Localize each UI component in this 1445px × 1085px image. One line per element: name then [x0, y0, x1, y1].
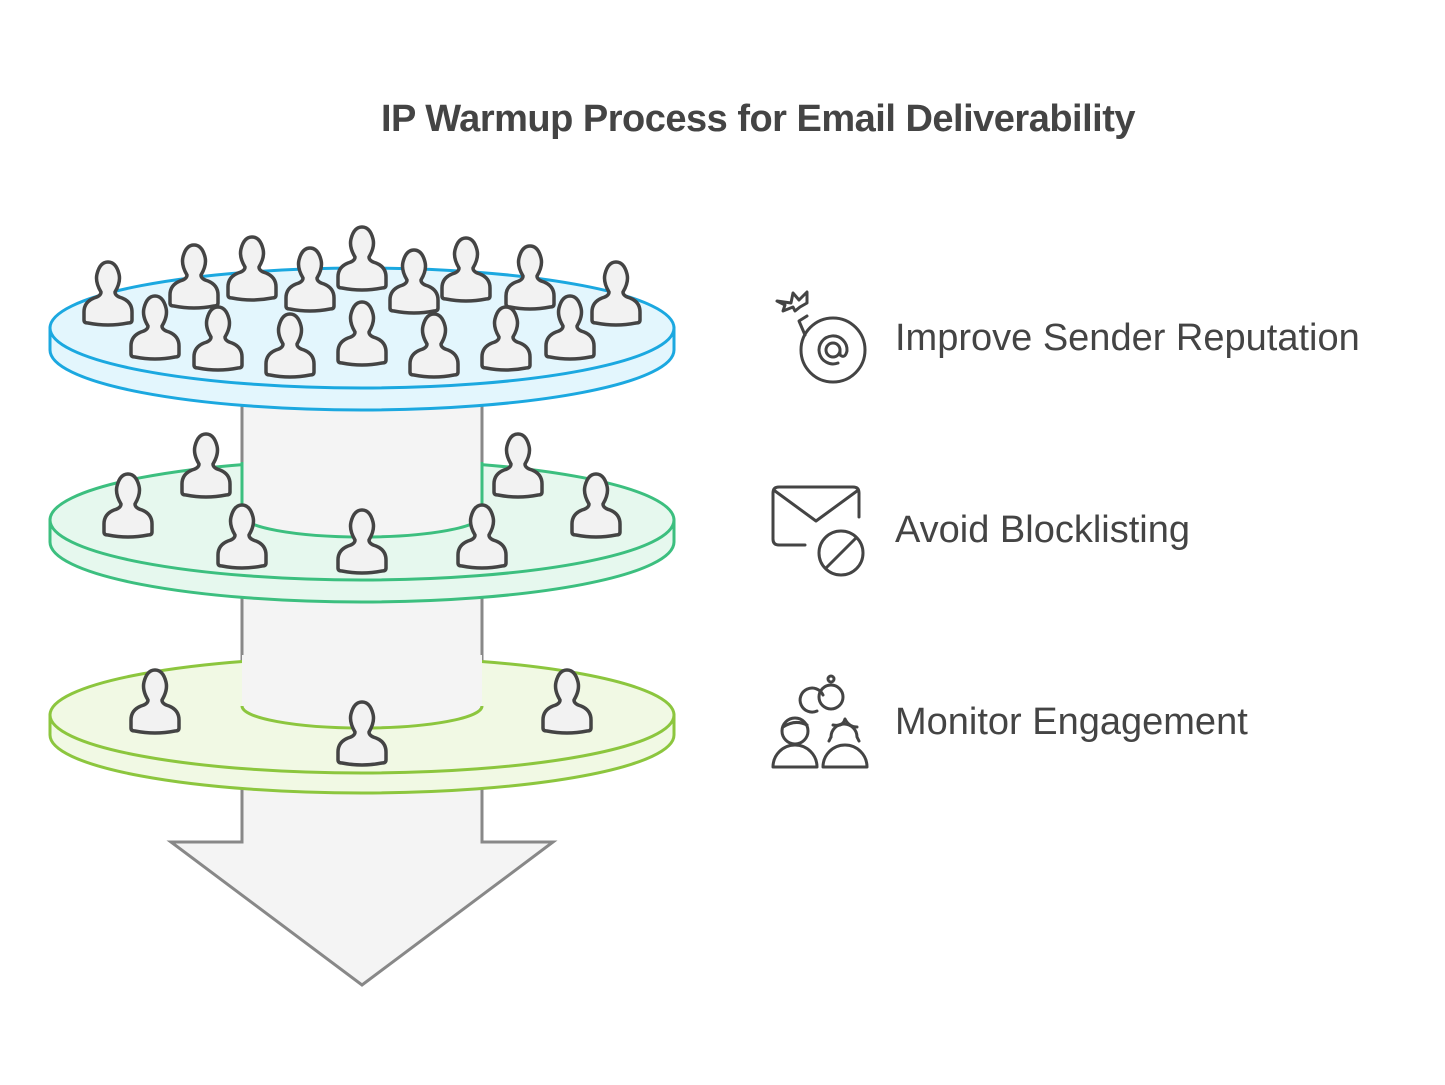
person-icon [102, 472, 154, 539]
person-icon [570, 472, 622, 539]
person-icon [264, 312, 316, 379]
bottom-tier [48, 600, 676, 842]
person-icon [129, 668, 181, 735]
couple-rings-icon [771, 674, 869, 769]
person-icon [336, 508, 388, 575]
item-label: Avoid Blocklisting [895, 508, 1191, 551]
item-label: Improve Sender Reputation [895, 316, 1360, 359]
person-icon [408, 312, 460, 379]
person-icon [82, 260, 134, 327]
person-icon [541, 668, 593, 735]
email-bomb-icon [775, 290, 867, 384]
person-icon [284, 246, 336, 313]
item-label: Monitor Engagement [895, 700, 1248, 743]
diagram-title: IP Warmup Process for Email Deliverabili… [380, 98, 1136, 140]
person-icon [388, 248, 440, 315]
email-blocked-icon [771, 485, 865, 577]
person-icon [336, 700, 388, 767]
person-icon [216, 503, 268, 570]
person-icon [336, 225, 388, 292]
item-improve-sender-reputation: Improve Sender Reputation [765, 283, 1360, 393]
person-icon [456, 503, 508, 570]
top-tier [48, 225, 676, 412]
bottom-tier-shaft-cut [242, 650, 482, 728]
person-icon [129, 294, 181, 361]
person-icon [168, 243, 220, 310]
person-icon [180, 432, 232, 499]
person-icon [590, 260, 642, 327]
person-icon [504, 244, 556, 311]
item-monitor-engagement: Monitor Engagement [765, 667, 1248, 777]
item-avoid-blocklisting: Avoid Blocklisting [765, 475, 1190, 585]
middle-tier [48, 405, 676, 604]
middle-tier-shaft-cut [242, 455, 482, 537]
person-icon [480, 305, 532, 372]
person-icon [226, 235, 278, 302]
person-icon [192, 305, 244, 372]
person-icon [336, 300, 388, 367]
person-icon [492, 432, 544, 499]
person-icon [440, 236, 492, 303]
person-icon [544, 294, 596, 361]
